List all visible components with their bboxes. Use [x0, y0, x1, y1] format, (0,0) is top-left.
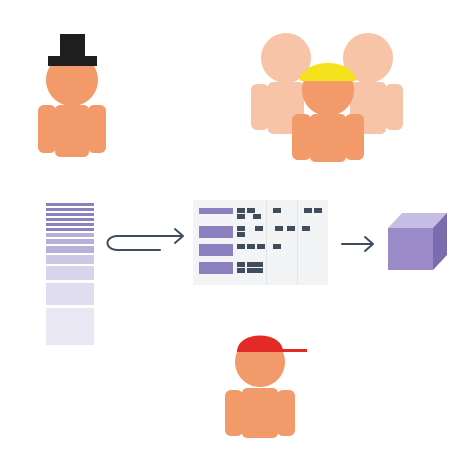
data-layer — [46, 218, 94, 221]
person-head — [46, 54, 98, 106]
person-body — [225, 337, 295, 438]
data-layer — [46, 308, 94, 345]
person-torso — [242, 388, 278, 438]
row-key-bar — [199, 208, 233, 214]
table-row — [199, 226, 233, 238]
person-left-arm — [225, 390, 243, 436]
table-cell — [304, 208, 312, 213]
table-cell — [237, 232, 245, 237]
table-grid — [193, 200, 328, 285]
cube-icon — [388, 213, 447, 270]
data-layer — [46, 208, 94, 211]
table-row — [199, 262, 233, 274]
table-row — [199, 208, 233, 214]
data-layer — [46, 213, 94, 216]
table-cell — [287, 226, 295, 231]
person-body — [38, 54, 106, 157]
cap-icon — [237, 335, 307, 352]
person-torso — [55, 105, 89, 157]
table-cell — [255, 226, 263, 231]
person-left-arm — [38, 105, 56, 153]
table-cell — [237, 214, 245, 219]
table-cell — [237, 244, 245, 249]
table-cell — [237, 262, 245, 267]
top-hat-icon — [48, 34, 97, 66]
layered-data-stack — [46, 203, 94, 345]
data-layer — [46, 239, 94, 244]
table-row — [199, 244, 233, 256]
data-layer — [46, 255, 94, 264]
table-cell — [314, 208, 322, 213]
table-cell — [275, 226, 283, 231]
data-layer — [46, 233, 94, 237]
table-cell — [247, 244, 255, 249]
person-right-arm — [277, 390, 295, 436]
data-layer — [46, 283, 94, 305]
table-cell — [255, 268, 263, 273]
data-layer — [46, 223, 94, 226]
data-layer — [46, 228, 94, 231]
team-group — [251, 33, 403, 162]
arrow-right-icon — [341, 236, 374, 252]
person-right-arm — [88, 105, 106, 153]
table-cell — [237, 226, 245, 231]
person-cap — [225, 335, 307, 438]
table-cell — [247, 268, 255, 273]
table-cell — [247, 262, 255, 267]
table-cell — [273, 208, 281, 213]
data-layer — [46, 246, 94, 253]
table-cell — [253, 214, 261, 219]
table-cell — [237, 268, 245, 273]
table-cell — [255, 262, 263, 267]
table-cell — [302, 226, 310, 231]
person-top-hat — [38, 34, 106, 157]
data-layer — [46, 266, 94, 280]
data-layer — [46, 203, 94, 206]
table-cell — [257, 244, 265, 249]
curved-arrow-icon — [106, 228, 184, 251]
hard-hat-icon — [300, 63, 356, 81]
row-key-bar — [199, 226, 233, 238]
table-grid-rows — [199, 208, 322, 274]
row-key-bar — [199, 244, 233, 256]
table-cell — [273, 244, 281, 249]
row-key-bar — [199, 262, 233, 274]
table-cell — [237, 208, 245, 213]
table-cell — [247, 208, 255, 213]
